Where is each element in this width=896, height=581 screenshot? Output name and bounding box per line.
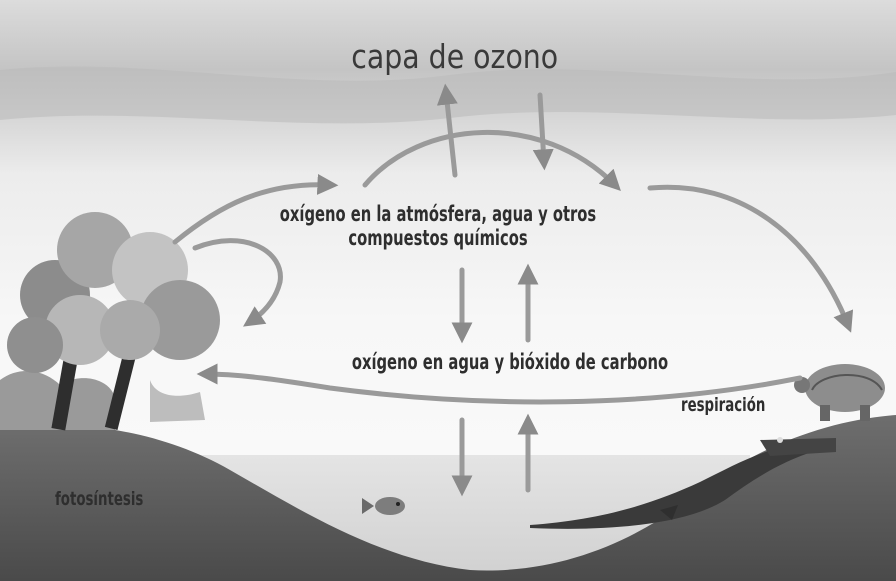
arrow-atmosphere-to-tree bbox=[192, 238, 283, 327]
arrow-atmosphere-to-turtle bbox=[647, 184, 854, 333]
cycle-arrows bbox=[172, 83, 854, 497]
arrow-atmosphere-arc bbox=[362, 130, 621, 191]
ozone-layer-label: capa de ozono bbox=[351, 37, 559, 76]
arrow-up-to-ozone bbox=[436, 83, 458, 178]
respiration-label: respiración bbox=[681, 394, 766, 416]
photosynthesis-label: fotosíntesis bbox=[55, 488, 144, 510]
tree-illustration bbox=[7, 212, 220, 431]
crocodile-illustration bbox=[530, 437, 836, 529]
arrow-tree-to-atmosphere bbox=[172, 173, 339, 245]
fish-illustration bbox=[362, 497, 405, 515]
atmosphere-label: oxígeno en la atmósfera, agua y otros co… bbox=[266, 202, 609, 250]
water-co2-label: oxígeno en agua y bióxido de carbono bbox=[351, 350, 669, 374]
arrow-down-from-ozone bbox=[532, 92, 554, 171]
arrow-respiration-to-tree bbox=[196, 363, 803, 405]
turtle-illustration bbox=[794, 364, 885, 421]
left-hill bbox=[0, 423, 470, 581]
atmosphere-label-line2: compuestos químicos bbox=[348, 226, 528, 251]
atmosphere-label-line1: oxígeno en la atmósfera, agua y otros bbox=[279, 202, 597, 226]
